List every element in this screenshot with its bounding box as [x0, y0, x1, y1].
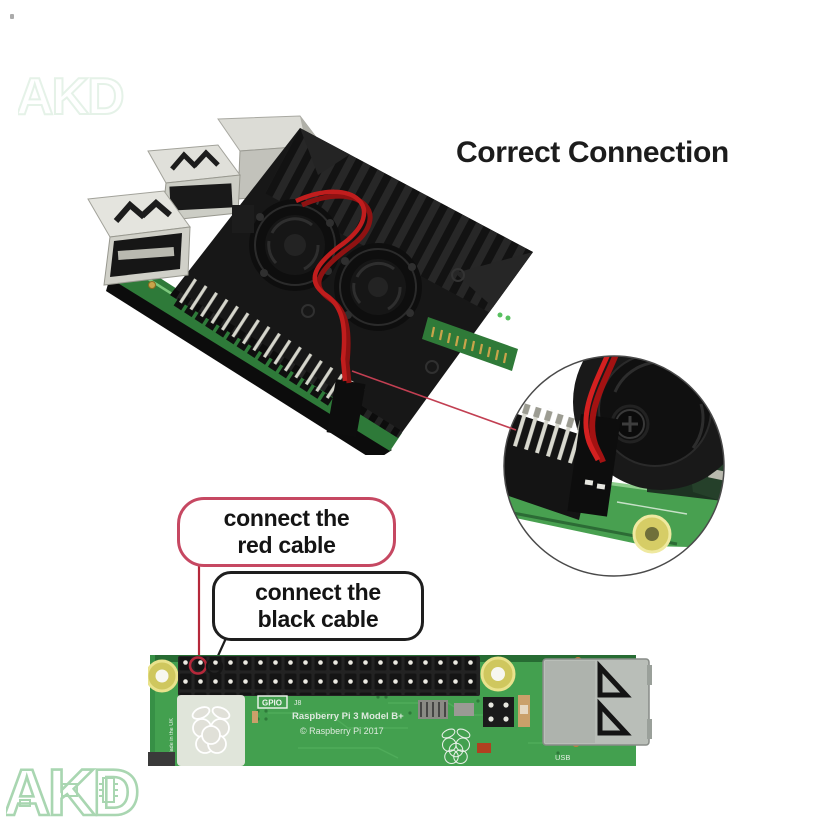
board-copyright-text: © Raspberry Pi 2017: [300, 726, 384, 736]
bottom-board-photo: Made in the UK GPIO J8 Raspberry Pi 3 Mo…: [148, 655, 652, 766]
raspberry-outline-right: [441, 728, 471, 765]
mounting-hole-left: [148, 659, 179, 693]
gpio-pin-row: [171, 275, 366, 419]
smd-components: [148, 700, 491, 766]
page-title: Correct Connection: [456, 136, 729, 169]
usb-port-upper: [147, 144, 241, 222]
fan-cable-connector: [326, 379, 366, 438]
callout-red-cable: connect the red cable: [177, 497, 396, 567]
audio-jack: [232, 205, 254, 233]
header-ref-label: J8: [294, 700, 302, 707]
black-pin-marker: [205, 657, 224, 676]
usb-port: [542, 657, 652, 747]
jumper-header-2x2: [483, 697, 514, 727]
callout-red-line2: red cable: [237, 532, 336, 558]
fan-wires: [295, 189, 373, 384]
inset-mounting-hole: [632, 514, 672, 554]
raspberry-logo-silkscreen: [177, 695, 245, 766]
board-model-text: Raspberry Pi 3 Model B+: [292, 711, 404, 722]
magnifier-circle-border: [503, 355, 725, 577]
mounting-hole-right: [480, 656, 516, 692]
inset-cable-connector: [567, 414, 621, 517]
image-artifact-speck: [10, 14, 14, 19]
callout-black-line1: connect the: [255, 579, 381, 605]
cooling-fan-right: [334, 243, 422, 331]
callout-red-line1: connect the: [223, 505, 350, 531]
watermark-akd-bottom: AKD: [6, 760, 142, 819]
watermark-text-bottom: AKD: [6, 760, 137, 819]
made-in-text: Made in the UK: [169, 718, 175, 756]
magnifier-pointer-line: [351, 370, 517, 431]
display-connector: [422, 312, 518, 371]
watermark-akd-top: AKD: [18, 67, 126, 127]
gpio-label: GPIO: [262, 699, 282, 708]
inset-red-cable-shadow: [589, 356, 620, 464]
watermark-text-top: AKD: [18, 68, 123, 126]
inset-red-cable: [583, 356, 612, 462]
usb-port-lower: [87, 190, 191, 286]
callout-black-line2: black cable: [257, 606, 379, 632]
main-product-photo: [87, 115, 533, 455]
usb-label: USB: [555, 753, 570, 762]
gpio-header-40pin: [178, 656, 480, 696]
watermark-circuit-motif: [19, 777, 118, 807]
gpio-label-box: GPIO: [257, 695, 288, 709]
magnifier-circle-inset: [503, 355, 725, 577]
callout-black-cable: connect the black cable: [212, 571, 424, 641]
